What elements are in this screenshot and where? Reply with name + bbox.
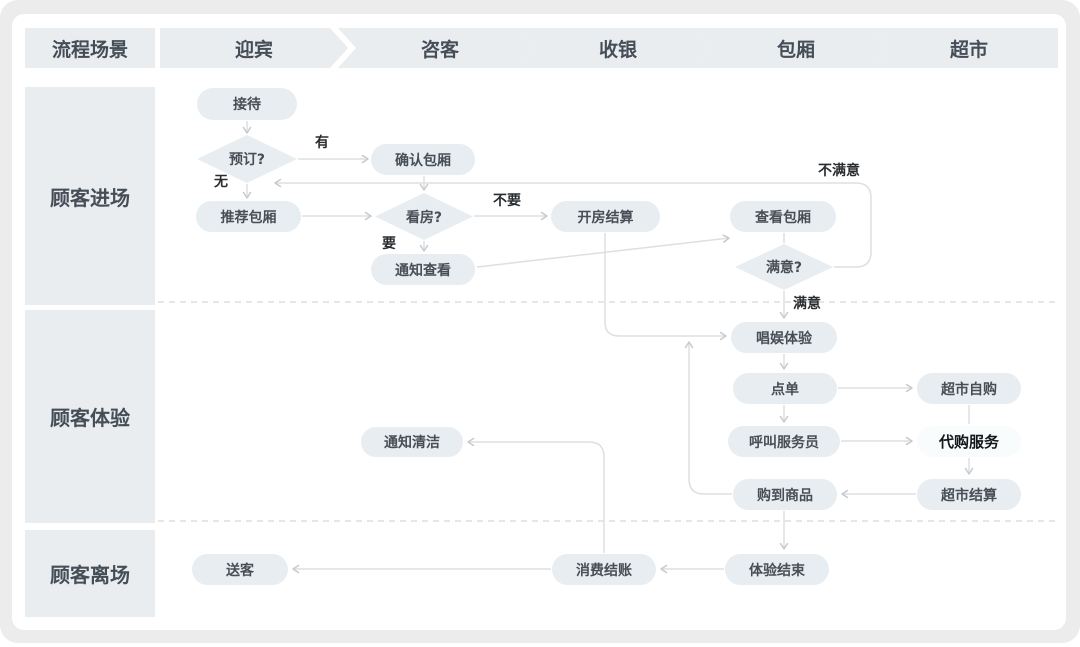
edge-checkout-to-notify_cleaning bbox=[467, 437, 605, 553]
edge-notify_viewing-to-view_room bbox=[476, 234, 730, 268]
node-checkout[interactable]: 消费结账 bbox=[552, 554, 656, 585]
node-recommend_room[interactable]: 推荐包厢 bbox=[196, 201, 301, 232]
node-notify_viewing[interactable]: 通知查看 bbox=[371, 254, 475, 285]
node-reception[interactable]: 接待 bbox=[197, 88, 297, 120]
node-karaoke_experience[interactable]: 唱娱体验 bbox=[731, 322, 837, 353]
edge-label-3: 要 bbox=[382, 236, 396, 252]
stage-header-0: 迎宾 bbox=[160, 28, 348, 68]
stage-header-3: 包厢 bbox=[694, 28, 890, 68]
node-notify_cleaning[interactable]: 通知清洁 bbox=[361, 427, 463, 457]
node-market_billing[interactable]: 超市结算 bbox=[917, 479, 1021, 510]
edge-satisfied_q-to-recommend_room bbox=[274, 178, 872, 268]
node-order[interactable]: 点单 bbox=[733, 373, 837, 404]
node-view_room[interactable]: 查看包厢 bbox=[730, 201, 836, 232]
edge-label-2: 不要 bbox=[493, 193, 521, 209]
stage-header-1: 咨客 bbox=[338, 28, 534, 68]
edge-label-4: 不满意 bbox=[818, 163, 860, 179]
node-call_attendant[interactable]: 呼叫服务员 bbox=[728, 426, 840, 457]
stage-header-2: 收银 bbox=[516, 28, 712, 68]
node-experience_end[interactable]: 体验结束 bbox=[725, 554, 829, 585]
node-purchase_service[interactable]: 代购服务 bbox=[917, 426, 1021, 457]
node-self_purchase[interactable]: 超市自购 bbox=[917, 373, 1021, 404]
edge-open_room_billing-to-karaoke_experience bbox=[604, 233, 727, 341]
flow-edges bbox=[242, 121, 974, 574]
lane-separators bbox=[158, 301, 1056, 522]
lane-label-0: 顾客进场 bbox=[25, 87, 155, 305]
node-got_goods[interactable]: 购到商品 bbox=[733, 479, 837, 510]
edge-label-5: 满意 bbox=[793, 296, 821, 312]
stage-header-4: 超市 bbox=[872, 28, 1058, 68]
scene-header-label: 流程场景 bbox=[25, 28, 155, 68]
node-send_off[interactable]: 送客 bbox=[192, 554, 288, 585]
lane-label-1: 顾客体验 bbox=[25, 310, 155, 523]
node-confirm_room[interactable]: 确认包厢 bbox=[371, 144, 475, 175]
edge-label-1: 无 bbox=[214, 174, 228, 190]
node-open_room_billing[interactable]: 开房结算 bbox=[551, 201, 660, 232]
diagram-canvas bbox=[12, 14, 1066, 630]
edge-label-0: 有 bbox=[315, 135, 329, 151]
edge-got_goods-to-karaoke_experience bbox=[684, 341, 732, 495]
lane-label-2: 顾客离场 bbox=[25, 530, 155, 617]
